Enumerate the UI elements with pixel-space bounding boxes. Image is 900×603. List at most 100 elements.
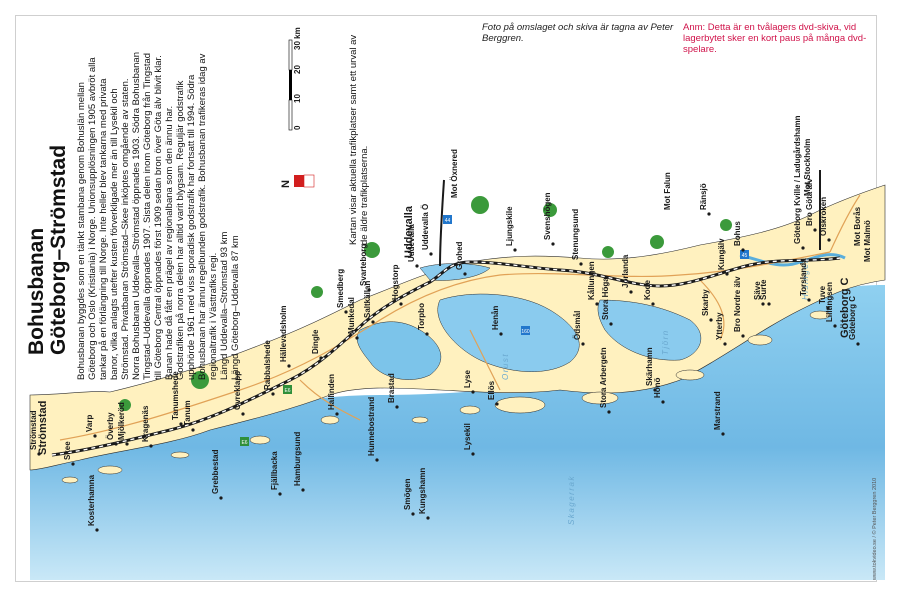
- station-label: Marstrand: [713, 391, 722, 430]
- station-dot: [114, 442, 118, 446]
- station-label: Bro Göta älv: [805, 178, 814, 226]
- dir-malmo: Mot Malmö: [863, 220, 872, 262]
- station-label: Tanumshede: [171, 371, 180, 420]
- station-dot: [629, 290, 633, 294]
- station-label: Hunnebostrand: [367, 397, 376, 456]
- title-line-1: Bohusbanan: [25, 227, 48, 355]
- station-dot: [513, 248, 517, 252]
- station-label: Fjällbacka: [270, 451, 279, 490]
- station-label: Svarteborg: [359, 244, 368, 286]
- station-dot: [319, 356, 323, 360]
- direction-labels: Mot Öxnered Mot Falun Mot Stockholm Mot …: [450, 139, 872, 262]
- station-label: Strömstad: [29, 410, 38, 450]
- label-hisingen: Hisingen: [801, 257, 810, 300]
- station-dot: [463, 272, 467, 276]
- scale-tick-20: 20: [293, 65, 302, 74]
- station-label: Lyse: [463, 370, 472, 388]
- station-dot: [499, 332, 503, 336]
- intro-paragraph-2: Norra Bohusbanan Uddevalla–Strömstad öpp…: [131, 52, 164, 380]
- station-dot: [191, 428, 195, 432]
- station-label: Överby: [106, 412, 115, 440]
- station-label: Ödsmål: [573, 311, 582, 340]
- station-dot: [761, 302, 765, 306]
- station-dot: [125, 442, 129, 446]
- station-dot: [95, 528, 99, 532]
- svg-text:160: 160: [521, 329, 530, 335]
- islands: [61, 310, 831, 484]
- station-label: Skee: [63, 441, 72, 460]
- station-dot: [801, 246, 805, 250]
- station-label: Hallinden: [327, 374, 336, 410]
- scale-tick-30: 30 km: [293, 27, 302, 50]
- station-label: Göteborg Kville / Ladugårdshamn: [793, 115, 802, 244]
- road-badge-2: 160: [521, 326, 530, 335]
- label-tjorn: Tjörn: [661, 329, 670, 355]
- station-dot: [278, 492, 282, 496]
- station-dot: [375, 458, 379, 462]
- station-dot: [344, 310, 348, 314]
- title-line-2: Göteborg–Strömstad: [47, 144, 70, 355]
- river-gota-alv: [739, 253, 846, 267]
- fjord-orust: [437, 293, 580, 372]
- station-dot: [429, 252, 433, 256]
- station-label: Kungälv: [717, 238, 726, 270]
- road-badge-1: E6: [283, 385, 292, 394]
- scale-tick-10: 10: [293, 94, 302, 103]
- station-label: Jörlanda: [621, 254, 630, 288]
- title-block: Bohusbanan Göteborg–Strömstad: [25, 144, 70, 355]
- station-label: Olskroken: [819, 197, 828, 236]
- station-dot: [709, 318, 713, 322]
- station-label: Skärhamn: [645, 347, 654, 386]
- intro-paragraph-5: Längd Göteborg–Uddevalla 87 km: [230, 235, 241, 380]
- station-label: Säve: [753, 281, 762, 300]
- road-badge-0: 44: [443, 215, 452, 224]
- station-label: Ljungskile: [505, 206, 514, 246]
- station-label: Hamburgsund: [293, 432, 302, 486]
- station-label: Göteborg C: [848, 296, 857, 340]
- label-orust: Orust: [501, 353, 510, 380]
- station-label: Ellös: [487, 380, 496, 400]
- station-dot: [707, 212, 711, 216]
- dir-boras: Mot Borås: [853, 206, 862, 246]
- roads: [59, 194, 861, 441]
- station-dot: [651, 302, 655, 306]
- station-dot: [741, 248, 745, 252]
- station-dot: [287, 364, 291, 368]
- forest-symbols: [119, 196, 732, 411]
- station-label: Hällevadsholm: [279, 306, 288, 362]
- station-label: Lysekil: [463, 423, 472, 450]
- station-label: Smögen: [403, 478, 412, 510]
- station-dot: [826, 306, 830, 310]
- station-label: Henån: [491, 305, 500, 330]
- dir-falun: Mot Falun: [663, 172, 672, 210]
- station-label: Smedberg: [336, 269, 345, 308]
- station-dot: [653, 388, 657, 392]
- traffic-note: Kartan visar aktuella trafikplatser samt…: [348, 34, 370, 245]
- station-dot: [721, 432, 725, 436]
- station-label: Varp: [85, 415, 94, 432]
- station-label: Tuve: [818, 285, 827, 304]
- road-badge-3: E6: [240, 437, 249, 446]
- station-dot: [37, 452, 41, 456]
- station-dot: [723, 342, 727, 346]
- station-label: Stora Höga: [601, 277, 610, 320]
- station-label: Rabbalshede: [263, 340, 272, 390]
- station-label: Tanum: [183, 400, 192, 426]
- station-label: Kragenäs: [141, 405, 150, 442]
- station-dot: [395, 405, 399, 409]
- station-dot: [767, 302, 771, 306]
- dvd-note: Anm: Detta är en tvålagers dvd-skiva, vi…: [683, 22, 867, 55]
- station-dot: [425, 332, 429, 336]
- svg-text:44: 44: [445, 218, 451, 224]
- station-dot: [607, 410, 611, 414]
- station-label: Övreklapp: [233, 371, 242, 410]
- station-dot: [833, 324, 837, 328]
- station-dot: [807, 298, 811, 302]
- station-dot: [471, 452, 475, 456]
- station-dot: [179, 422, 183, 426]
- station-dot: [471, 390, 475, 394]
- station-dot: [661, 400, 665, 404]
- fjord-hakefjord: [597, 299, 701, 361]
- svg-text:45: 45: [742, 253, 748, 259]
- station-dot: [813, 228, 817, 232]
